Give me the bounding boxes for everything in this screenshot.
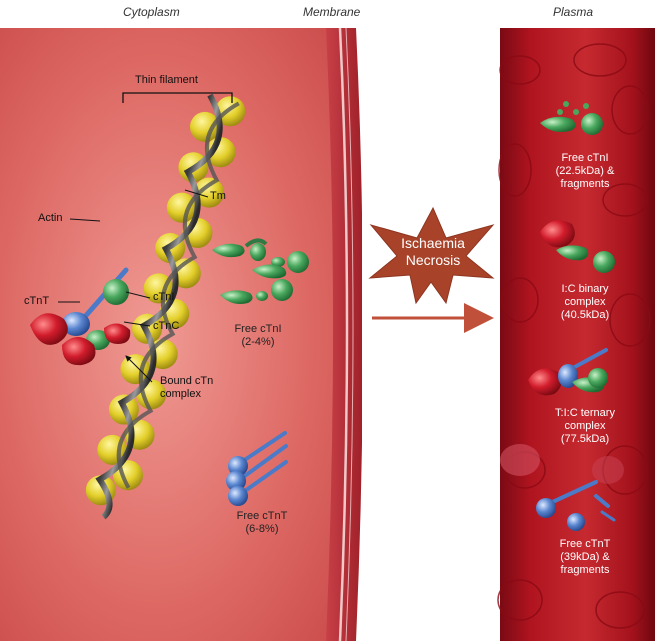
header-cytoplasm: Cytoplasm xyxy=(123,5,180,19)
ischaemia-necrosis-label: Ischaemia Necrosis xyxy=(401,235,465,268)
plasma-free-ctni xyxy=(540,101,603,135)
plasma-label-tic-ternary: T:I:C ternary complex (77.5kDa) xyxy=(555,407,615,445)
plasma-label-free-ctni: Free cTnI (22.5kDa) & fragments xyxy=(555,152,615,190)
thin-filament-bracket xyxy=(122,92,233,103)
header-plasma: Plasma xyxy=(553,5,594,19)
label-ctni: cTnI xyxy=(153,291,175,303)
plasma-label-ic-binary: I:C binary complex (40.5kDa) xyxy=(560,283,610,321)
ischaemia-star-icon xyxy=(368,206,495,305)
free-ctni-molecules xyxy=(212,238,309,304)
label-free-ctni: Free cTnI (2-4%) xyxy=(234,323,282,348)
tropomyosin-strand xyxy=(95,93,223,520)
plasma-ic-binary xyxy=(540,220,615,273)
label-actin: Actin xyxy=(38,212,63,224)
label-bound-complex: Bound cTn complex xyxy=(160,375,214,400)
plasma-tic-ternary xyxy=(528,348,608,396)
thin-filament xyxy=(85,93,246,520)
plasma-free-ctnt xyxy=(536,480,616,531)
red-blood-cells xyxy=(497,43,651,629)
cell-membrane xyxy=(326,28,363,641)
label-ctnc: cTnC xyxy=(153,320,180,332)
bound-ctn-complex xyxy=(30,267,131,366)
label-free-ctnt: Free cTnT (6-8%) xyxy=(236,510,288,535)
blood-vessel xyxy=(500,28,655,641)
header-membrane: Membrane xyxy=(303,5,361,19)
label-thin-filament: Thin filament xyxy=(135,74,198,86)
label-tm: Tm xyxy=(210,190,226,202)
free-ctnt-molecules xyxy=(226,431,288,506)
label-ctnt: cTnT xyxy=(24,295,50,307)
plasma-label-free-ctnt: Free cTnT (39kDa) & fragments xyxy=(559,538,611,576)
